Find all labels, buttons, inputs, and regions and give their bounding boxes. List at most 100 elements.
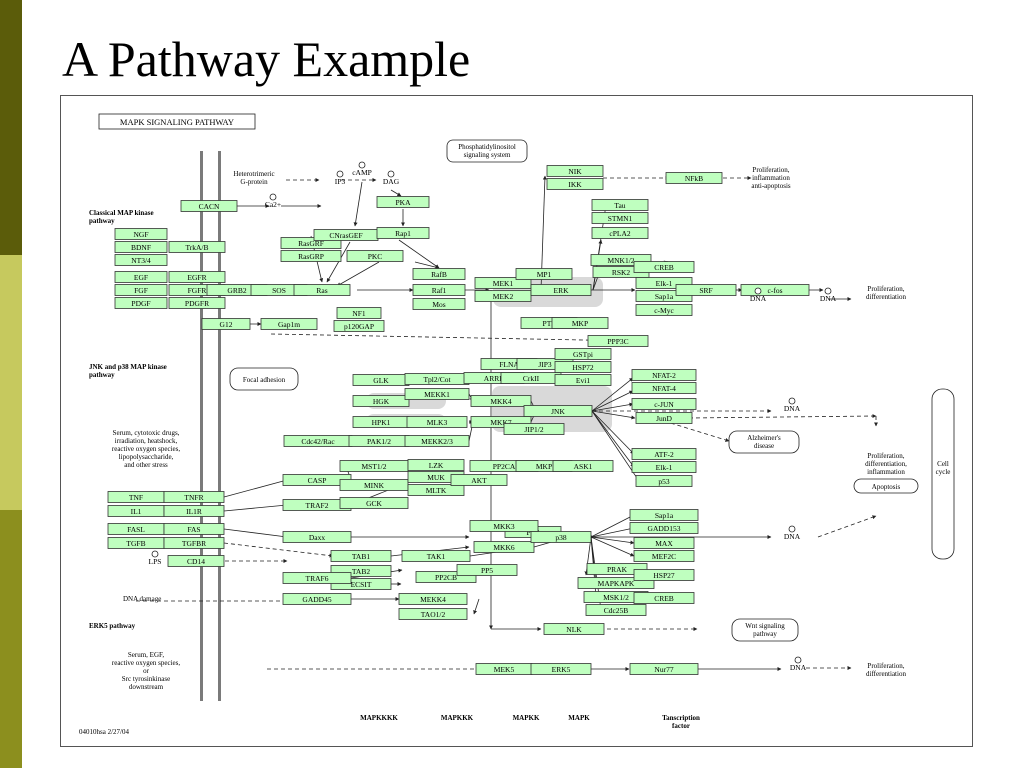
gene-nur77[interactable]: Nur77 bbox=[629, 663, 699, 675]
gene-tao1-2[interactable]: TAO1/2 bbox=[398, 608, 468, 620]
gene-mos[interactable]: Mos bbox=[412, 298, 466, 310]
gene-tnf[interactable]: TNF bbox=[107, 491, 165, 503]
gene-mek2[interactable]: MEK2 bbox=[474, 290, 532, 302]
gene-tab2[interactable]: TAB2 bbox=[330, 565, 392, 577]
gene-rafb[interactable]: RafB bbox=[412, 268, 466, 280]
gene-pkc[interactable]: PKC bbox=[346, 250, 404, 262]
apoptosis-box[interactable] bbox=[853, 478, 919, 494]
gene-mek1[interactable]: MEK1 bbox=[474, 277, 532, 289]
gene-trka-b[interactable]: TrkA/B bbox=[168, 241, 226, 253]
gene-cdc42-rac[interactable]: Cdc42/Rac bbox=[283, 435, 353, 447]
gene-tgfbr[interactable]: TGFBR bbox=[163, 537, 225, 549]
gene-pp5[interactable]: PP5 bbox=[456, 564, 518, 576]
gene-ikk[interactable]: IKK bbox=[546, 178, 604, 190]
gene-nfat-2[interactable]: NFAT-2 bbox=[631, 369, 697, 381]
gene-rasgrp[interactable]: RasGRP bbox=[280, 250, 342, 262]
gene-jnk[interactable]: JNK bbox=[523, 405, 593, 417]
gene-fasl[interactable]: FASL bbox=[107, 523, 165, 535]
gene-pdgf[interactable]: PDGF bbox=[114, 297, 168, 309]
gene-gap1m[interactable]: Gap1m bbox=[260, 318, 318, 330]
gene-cd14[interactable]: CD14 bbox=[167, 555, 225, 567]
gene-mkk4[interactable]: MKK4 bbox=[470, 395, 532, 407]
gene-nlk[interactable]: NLK bbox=[543, 623, 605, 635]
wnt-box[interactable] bbox=[731, 618, 799, 642]
gene-srf[interactable]: SRF bbox=[675, 284, 737, 296]
gene-daxx[interactable]: Daxx bbox=[282, 531, 352, 543]
focal-adhesion-box[interactable] bbox=[229, 367, 299, 391]
gene-mkk6[interactable]: MKK6 bbox=[473, 541, 535, 553]
gene-erk5[interactable]: ERK5 bbox=[530, 663, 592, 675]
gene-traf6[interactable]: TRAF6 bbox=[282, 572, 352, 584]
gene-gstpi[interactable]: GSTpi bbox=[554, 348, 612, 360]
gene-mltk[interactable]: MLTK bbox=[407, 484, 465, 496]
gene-sap1a[interactable]: Sap1a bbox=[635, 290, 693, 302]
gene-pp2cb[interactable]: PP2CB bbox=[415, 571, 477, 583]
gene-mek5[interactable]: MEK5 bbox=[475, 663, 533, 675]
gene-mekk4[interactable]: MEKK4 bbox=[398, 593, 468, 605]
gene-lzk[interactable]: LZK bbox=[407, 459, 465, 471]
gene-jip1-2[interactable]: JIP1/2 bbox=[503, 423, 565, 435]
gene-hsp27[interactable]: HSP27 bbox=[633, 569, 695, 581]
gene-prak[interactable]: PRAK bbox=[586, 563, 648, 575]
gene-mekk1[interactable]: MEKK1 bbox=[404, 388, 470, 400]
gene-tab1[interactable]: TAB1 bbox=[330, 550, 392, 562]
gene-rap1[interactable]: Rap1 bbox=[376, 227, 430, 239]
gene-evi1[interactable]: Evi1 bbox=[554, 374, 612, 386]
gene-p38[interactable]: p38 bbox=[530, 531, 592, 543]
gene-mkk3[interactable]: MKK3 bbox=[469, 520, 539, 532]
gene-mapkapk[interactable]: MAPKAPK bbox=[577, 577, 655, 589]
gene-mst1-2[interactable]: MST1/2 bbox=[339, 460, 409, 472]
gene-elk-1[interactable]: Elk-1 bbox=[631, 461, 697, 473]
gene-pka[interactable]: PKA bbox=[376, 196, 430, 208]
gene-il1r[interactable]: IL1R bbox=[163, 505, 225, 517]
gene-tpl2-cot[interactable]: Tpl2/Cot bbox=[404, 373, 470, 385]
gene-mink[interactable]: MINK bbox=[339, 479, 409, 491]
gene-gadd45[interactable]: GADD45 bbox=[282, 593, 352, 605]
gene-egf[interactable]: EGF bbox=[114, 271, 168, 283]
gene-raf1[interactable]: Raf1 bbox=[412, 284, 466, 296]
gene-pak1-2[interactable]: PAK1/2 bbox=[348, 435, 410, 447]
gene-cdc25b[interactable]: Cdc25B bbox=[585, 604, 647, 616]
gene-hpk1[interactable]: HPK1 bbox=[352, 416, 410, 428]
gene-creb[interactable]: CREB bbox=[633, 592, 695, 604]
gene-nfat-4[interactable]: NFAT-4 bbox=[631, 382, 697, 394]
gene-hsp72[interactable]: HSP72 bbox=[554, 361, 612, 373]
gene-ppp3c[interactable]: PPP3C bbox=[587, 335, 649, 347]
gene-gck[interactable]: GCK bbox=[339, 497, 409, 509]
gene-cpla2[interactable]: cPLA2 bbox=[591, 227, 649, 239]
gene-bdnf[interactable]: BDNF bbox=[114, 241, 168, 253]
phosphatidylinositol-box[interactable] bbox=[446, 139, 528, 163]
gene-hgk[interactable]: HGK bbox=[352, 395, 410, 407]
gene-fgf[interactable]: FGF bbox=[114, 284, 168, 296]
gene-c-myc[interactable]: c-Myc bbox=[635, 304, 693, 316]
gene-tau[interactable]: Tau bbox=[591, 199, 649, 211]
gene-g12[interactable]: G12 bbox=[201, 318, 251, 330]
gene-sap1a[interactable]: Sap1a bbox=[629, 509, 699, 521]
gene-p53[interactable]: p53 bbox=[635, 475, 693, 487]
gene-tak1[interactable]: TAK1 bbox=[401, 550, 471, 562]
gene-nfkb[interactable]: NFkB bbox=[665, 172, 723, 184]
gene-mef2c[interactable]: MEF2C bbox=[633, 550, 695, 562]
gene-c-jun[interactable]: c-JUN bbox=[631, 398, 697, 410]
gene-creb[interactable]: CREB bbox=[633, 261, 695, 273]
gene-erk[interactable]: ERK bbox=[530, 284, 592, 296]
gene-pdgfr[interactable]: PDGFR bbox=[168, 297, 226, 309]
gene-nt3-4[interactable]: NT3/4 bbox=[114, 254, 168, 266]
cell-cycle-box[interactable] bbox=[931, 388, 955, 560]
gene-cnrasgef[interactable]: CNrasGEF bbox=[313, 229, 379, 241]
gene-nik[interactable]: NIK bbox=[546, 165, 604, 177]
gene-il1[interactable]: IL1 bbox=[107, 505, 165, 517]
gene-elk-1[interactable]: Elk-1 bbox=[635, 277, 693, 289]
gene-akt[interactable]: AKT bbox=[450, 474, 508, 486]
gene-egfr[interactable]: EGFR bbox=[168, 271, 226, 283]
gene-mkp[interactable]: MKP bbox=[551, 317, 609, 329]
gene-ecsit[interactable]: ECSIT bbox=[330, 578, 392, 590]
gene-mp1[interactable]: MP1 bbox=[515, 268, 573, 280]
gene-atf-2[interactable]: ATF-2 bbox=[631, 448, 697, 460]
gene-mnk1-2[interactable]: MNK1/2 bbox=[590, 254, 652, 266]
gene-c-fos[interactable]: c-fos bbox=[740, 284, 810, 296]
gene-rasgrf[interactable]: RasGRF bbox=[280, 237, 342, 249]
gene-max[interactable]: MAX bbox=[633, 537, 695, 549]
gene-gadd153[interactable]: GADD153 bbox=[629, 522, 699, 534]
gene-jund[interactable]: JunD bbox=[635, 412, 693, 424]
